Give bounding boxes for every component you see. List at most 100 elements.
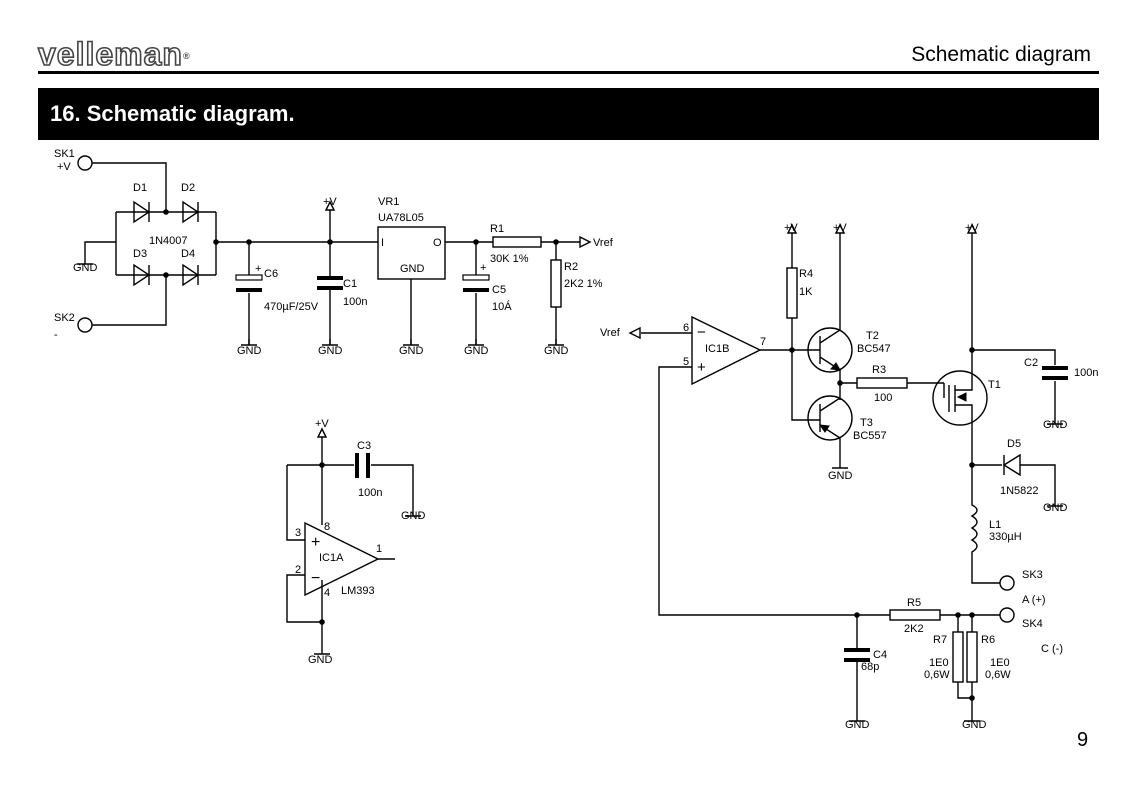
label-sk2-pol: -: [54, 329, 58, 341]
header-rule: [38, 71, 1099, 74]
diode-d5: [1002, 453, 1021, 477]
label-c5-plus: +: [480, 262, 486, 274]
power-supply-section: [76, 155, 592, 346]
label-t3-part: BC557: [853, 430, 887, 442]
label-vplus-ic1a: +V: [315, 418, 329, 430]
diode-d4: [182, 263, 200, 287]
label-sk3: SK3: [1022, 569, 1043, 581]
label-r1: R1: [490, 223, 504, 235]
label-pin3: 3: [295, 527, 301, 539]
ic1a-section: [286, 428, 422, 655]
sk4-connector: [999, 607, 1015, 623]
label-ic1a-plus: +: [311, 534, 320, 551]
label-r2-val: 2K2 1%: [564, 278, 603, 290]
label-sk1-pol: +V: [57, 161, 71, 173]
label-gnd-c5: GND: [464, 345, 489, 357]
label-sk2: SK2: [54, 312, 75, 324]
label-d2: D2: [181, 182, 195, 194]
transistor-t2: [792, 243, 853, 384]
label-vplus-r4: +V: [784, 222, 798, 234]
resistor-r3: [856, 377, 908, 389]
label-pin2: 2: [295, 564, 301, 576]
inductor-l1: [970, 465, 1000, 584]
label-vplus-1: +V: [323, 196, 337, 208]
label-gnd-d5: GND: [1043, 502, 1068, 514]
label-r5-val: 2K2: [904, 623, 924, 635]
capacitor-c1: [317, 242, 343, 345]
label-pin6: 6: [683, 322, 689, 334]
label-c6-val: 470µF/25V: [264, 301, 319, 313]
label-vref-out: Vref: [593, 237, 614, 249]
label-gnd-c4: GND: [845, 719, 870, 731]
diode-d2: [182, 200, 200, 224]
schematic-labels: SK1 +V SK2 - D1 D2 D3 D4 1N4007 GND C6 +…: [54, 148, 1098, 731]
label-ic1a: IC1A: [319, 552, 344, 564]
label-gnd-c2: GND: [1043, 419, 1068, 431]
label-pin7: 7: [760, 336, 766, 348]
label-gnd-c3: GND: [401, 510, 426, 522]
label-r7-pow: 0,6W: [924, 669, 950, 681]
label-c3: C3: [357, 440, 371, 452]
label-r7-val: 1E0: [929, 657, 949, 669]
label-gnd-vr1: GND: [399, 345, 424, 357]
label-gnd-bridge: GND: [73, 262, 98, 274]
label-sk4: SK4: [1022, 618, 1043, 630]
label-gnd-c1: GND: [318, 345, 343, 357]
label-vr1: VR1: [378, 196, 399, 208]
label-ic1b: IC1B: [705, 343, 729, 355]
label-pin5: 5: [683, 356, 689, 368]
capacitor-c5: [462, 242, 490, 345]
label-t3: T3: [860, 417, 873, 429]
resistor-r4: [786, 267, 798, 319]
label-r2: R2: [564, 261, 578, 273]
label-r4: R4: [799, 268, 813, 280]
brand-logo: velleman®: [37, 35, 191, 73]
label-sk4-pol: C (-): [1041, 643, 1063, 655]
section-title: 16. Schematic diagram.: [50, 101, 295, 126]
label-pin1: 1: [376, 543, 382, 555]
label-c1: C1: [343, 278, 357, 290]
resistor-r2: [550, 259, 562, 308]
label-d5-part: 1N5822: [1000, 485, 1039, 497]
label-vr1-gnd: GND: [400, 263, 425, 275]
label-vplus-t1: +V: [965, 222, 979, 234]
label-vref-in: Vref: [600, 327, 621, 339]
label-t2: T2: [866, 330, 879, 342]
label-r5: R5: [907, 597, 921, 609]
label-vplus-t2: +V: [833, 222, 847, 234]
label-r6-pow: 0,6W: [985, 669, 1011, 681]
resistor-r7: [952, 631, 964, 683]
label-c2: C2: [1024, 357, 1038, 369]
resistor-r1: [492, 236, 542, 248]
label-pin4: 4: [324, 587, 330, 599]
section-banner: 16. Schematic diagram.: [38, 88, 1099, 140]
label-d5: D5: [1007, 438, 1021, 450]
label-t2-part: BC547: [857, 343, 891, 355]
transistor-t3: [807, 395, 853, 462]
label-bridge-part: 1N4007: [149, 235, 188, 247]
label-c4-val: 68p: [861, 661, 879, 673]
sk2-connector: [77, 317, 93, 333]
label-c6: C6: [264, 268, 278, 280]
label-t1: T1: [988, 379, 1001, 391]
label-pin8: 8: [324, 521, 330, 533]
label-gnd-r6: GND: [962, 719, 987, 731]
label-ic1a-minus: −: [311, 570, 320, 587]
label-d4: D4: [181, 248, 195, 260]
page-number: 9: [1077, 729, 1089, 751]
capacitor-c4: [844, 648, 870, 662]
label-r3-val: 100: [874, 392, 892, 404]
label-c2-val: 100n: [1074, 367, 1098, 379]
resistor-r5: [889, 609, 941, 621]
label-ic1b-minus: −: [697, 324, 706, 341]
capacitor-c6: [235, 242, 263, 345]
label-r4-val: 1K: [799, 286, 813, 298]
label-sk1: SK1: [54, 148, 75, 160]
label-vr1-out: O: [433, 237, 442, 249]
driver-section: [628, 224, 1068, 722]
opamp-ic1a: [304, 521, 380, 597]
label-l1-val: 330µH: [989, 531, 1022, 543]
label-c5-val: 10Á: [492, 300, 512, 313]
label-gnd-ic1a: GND: [308, 654, 333, 666]
